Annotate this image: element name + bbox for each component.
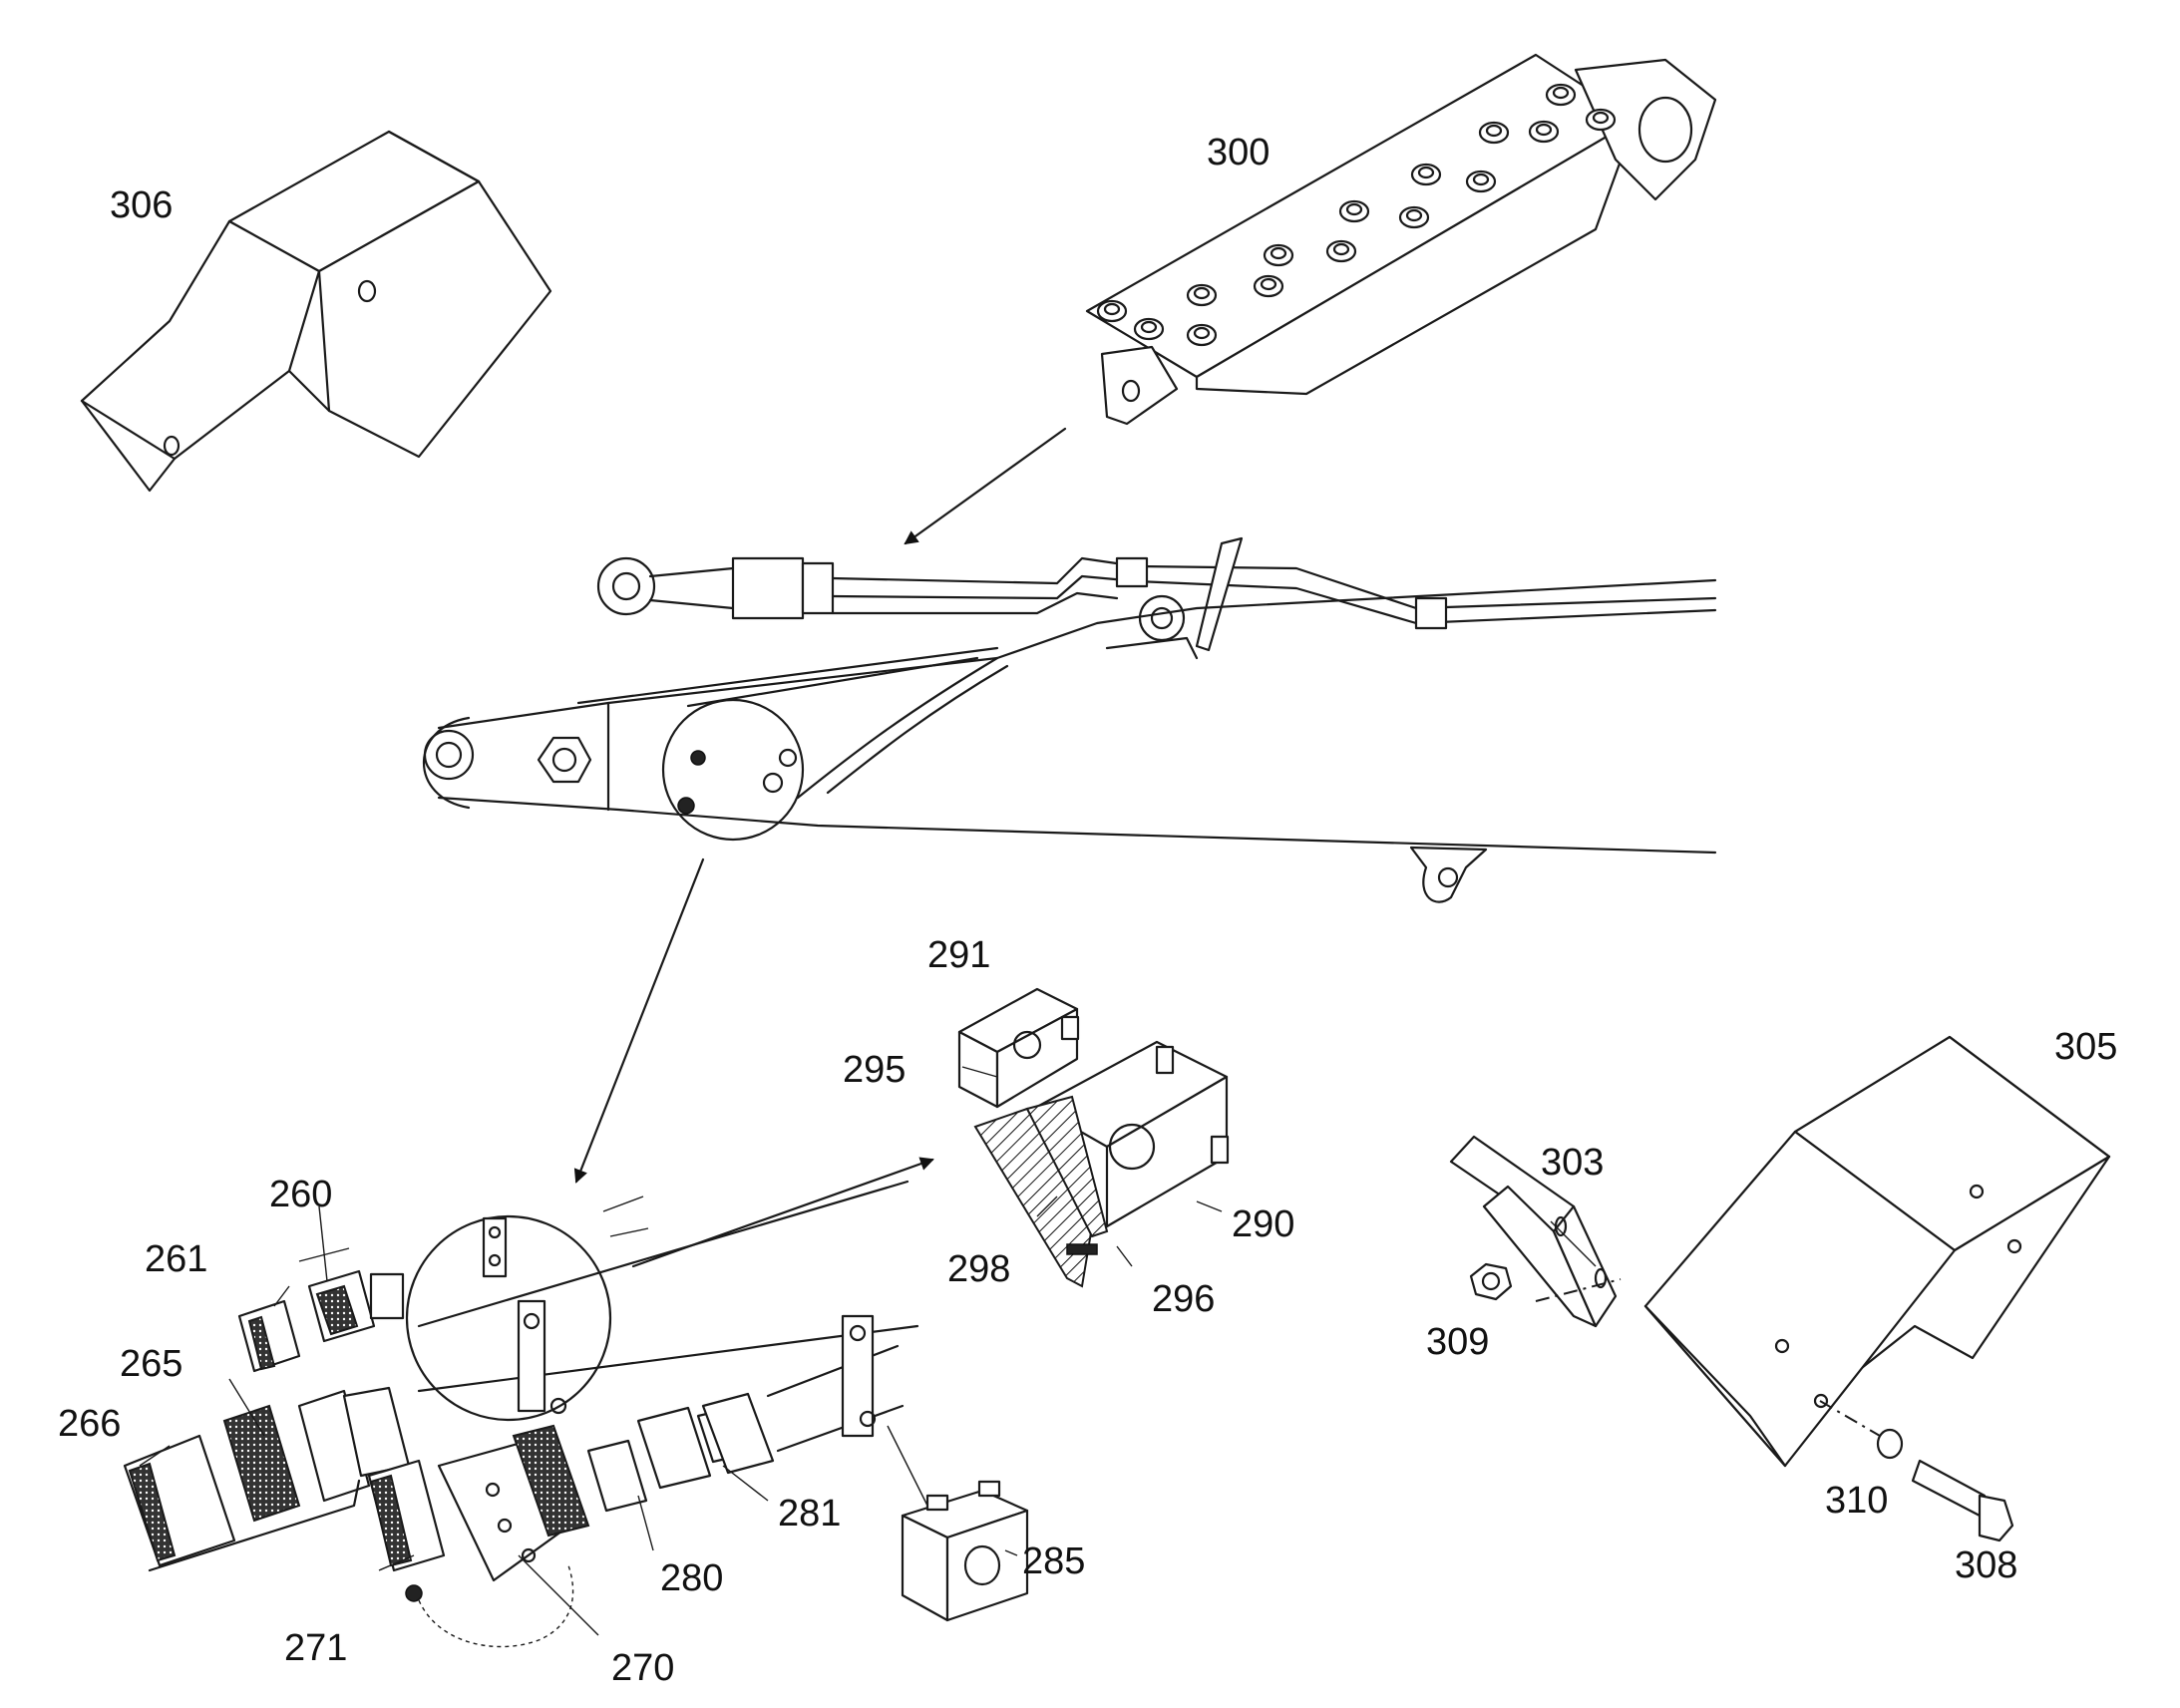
arrow-detail-down <box>573 857 705 1184</box>
label-266: 266 <box>58 1403 121 1445</box>
leader-lines <box>139 1066 1597 1636</box>
label-303: 303 <box>1541 1142 1604 1184</box>
label-270: 270 <box>611 1647 674 1689</box>
part-305-guard <box>1643 1035 2111 1468</box>
fitting-port-bore <box>1332 242 1350 256</box>
part-303-bracket <box>1449 1135 1618 1328</box>
part-285-clamp <box>901 1480 1029 1622</box>
fitting-port-bore <box>1485 124 1503 138</box>
fitting-port-bore <box>1140 320 1158 334</box>
label-305: 305 <box>2054 1026 2117 1068</box>
label-291: 291 <box>927 934 990 976</box>
part-300-manifold <box>1085 53 1717 426</box>
fitting-port-bore <box>1193 326 1211 340</box>
label-310: 310 <box>1825 1480 1888 1522</box>
fitting-port-bore <box>1552 86 1570 100</box>
clamp-cutaway <box>957 987 1230 1288</box>
label-298: 298 <box>947 1248 1010 1290</box>
fitting-port-bore <box>1345 202 1363 216</box>
label-280: 280 <box>660 1557 723 1599</box>
part-306-cover <box>80 130 552 493</box>
label-295: 295 <box>843 1049 906 1091</box>
fitting-port-bore <box>1417 166 1435 179</box>
fitting-port-bore <box>1405 208 1423 222</box>
label-290: 290 <box>1232 1203 1294 1245</box>
label-271: 271 <box>284 1627 347 1669</box>
arrow-manifold-to-boom <box>904 427 1067 545</box>
label-308: 308 <box>1955 1544 2017 1586</box>
fitting-port-bore <box>1472 172 1490 186</box>
label-265: 265 <box>120 1343 182 1385</box>
fitting-port-bore <box>1535 123 1553 137</box>
label-306: 306 <box>110 184 173 226</box>
hardware-fasteners <box>1469 1262 2014 1542</box>
label-285: 285 <box>1022 1540 1085 1582</box>
label-296: 296 <box>1152 1278 1215 1320</box>
label-309: 309 <box>1426 1321 1489 1363</box>
fitting-port-bore <box>1260 277 1277 291</box>
fitting-port-bore <box>1270 246 1287 260</box>
fitting-port-bore <box>1103 302 1121 316</box>
label-300: 300 <box>1207 132 1270 173</box>
label-281: 281 <box>778 1493 841 1535</box>
label-261: 261 <box>145 1238 207 1280</box>
fitting-port-bore <box>1193 286 1211 300</box>
manifold-fittings <box>1096 83 1617 347</box>
coupling-detail <box>123 1180 919 1648</box>
fitting-port-bore <box>1592 111 1610 125</box>
label-260: 260 <box>269 1174 332 1215</box>
boom-assembly <box>422 536 1717 903</box>
